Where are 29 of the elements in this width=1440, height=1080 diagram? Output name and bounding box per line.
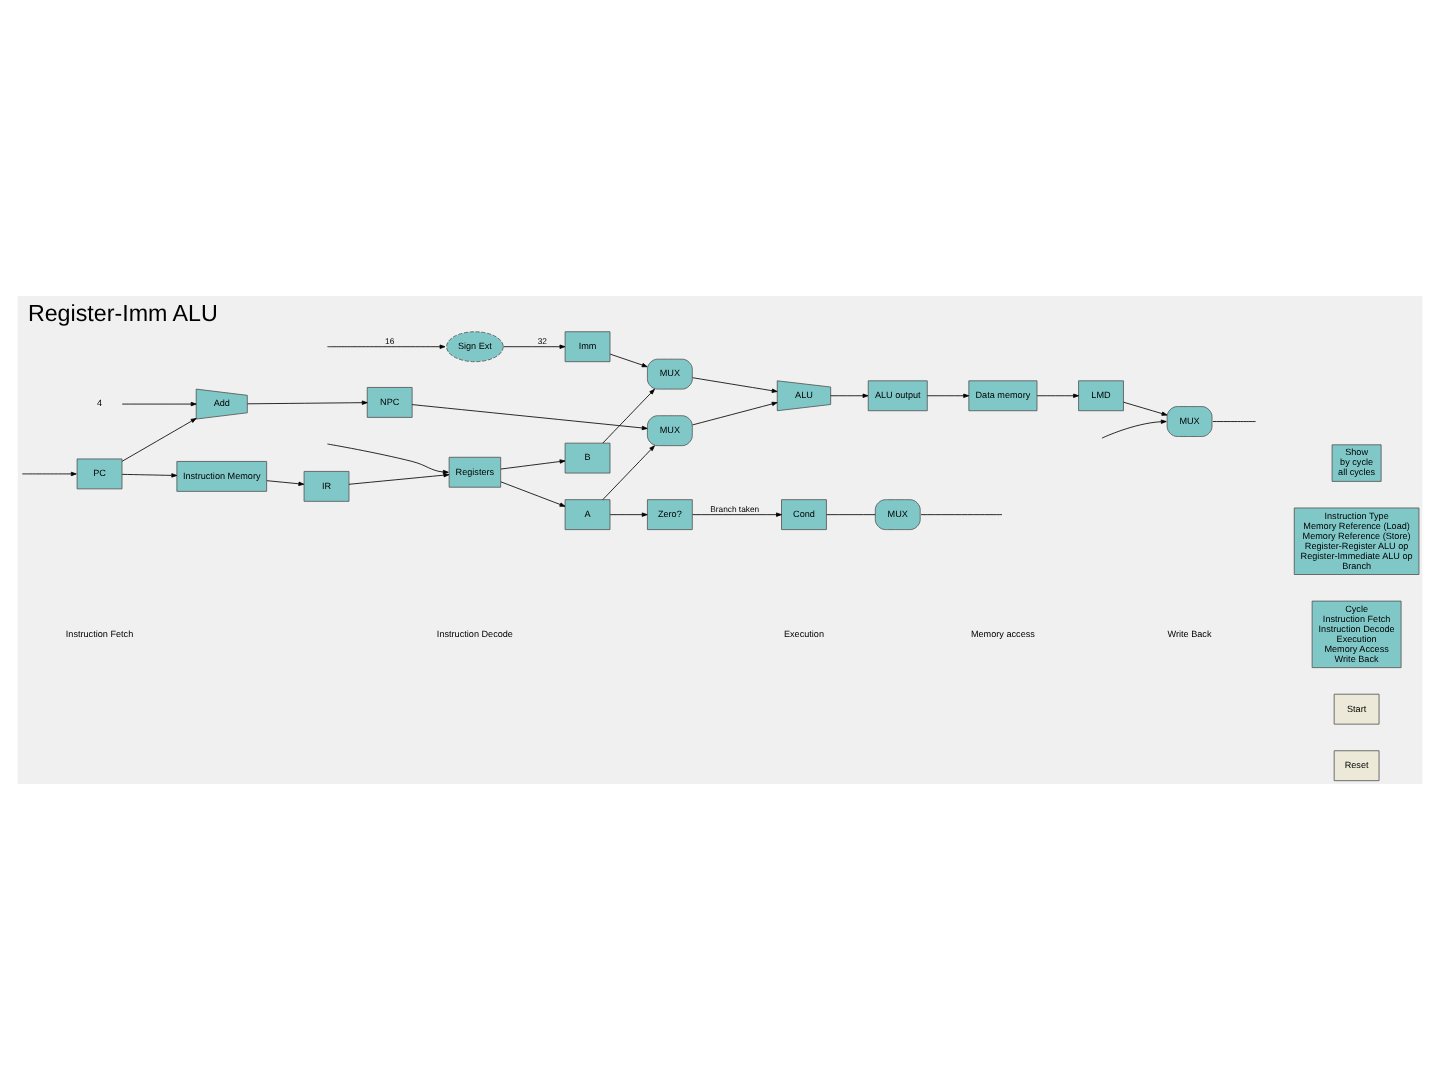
arrow	[503, 344, 566, 349]
arrow	[411, 404, 648, 431]
arrow	[121, 418, 197, 462]
arrow	[121, 401, 197, 407]
diagram-title: Register-Imm ALU	[27, 301, 218, 328]
arrow	[121, 473, 178, 478]
arrow	[327, 443, 450, 478]
arrow	[266, 480, 305, 486]
arrow	[21, 471, 77, 477]
connector	[1212, 421, 1256, 422]
arrow	[692, 377, 778, 393]
arrow	[609, 512, 648, 517]
connector	[920, 514, 1003, 516]
arrow	[247, 400, 368, 405]
arrow	[692, 401, 778, 426]
arrow	[1101, 419, 1167, 439]
arrow	[927, 393, 970, 398]
connector	[826, 514, 876, 516]
arrow	[692, 512, 782, 517]
arrow	[1036, 393, 1079, 398]
arrow	[602, 445, 655, 501]
arrow	[500, 459, 566, 470]
arrow	[602, 388, 655, 444]
arrow	[348, 469, 450, 485]
arrow	[500, 481, 566, 507]
arrow	[326, 344, 446, 349]
arrow	[609, 353, 648, 368]
arrow	[1123, 401, 1168, 416]
arrow	[830, 393, 869, 398]
